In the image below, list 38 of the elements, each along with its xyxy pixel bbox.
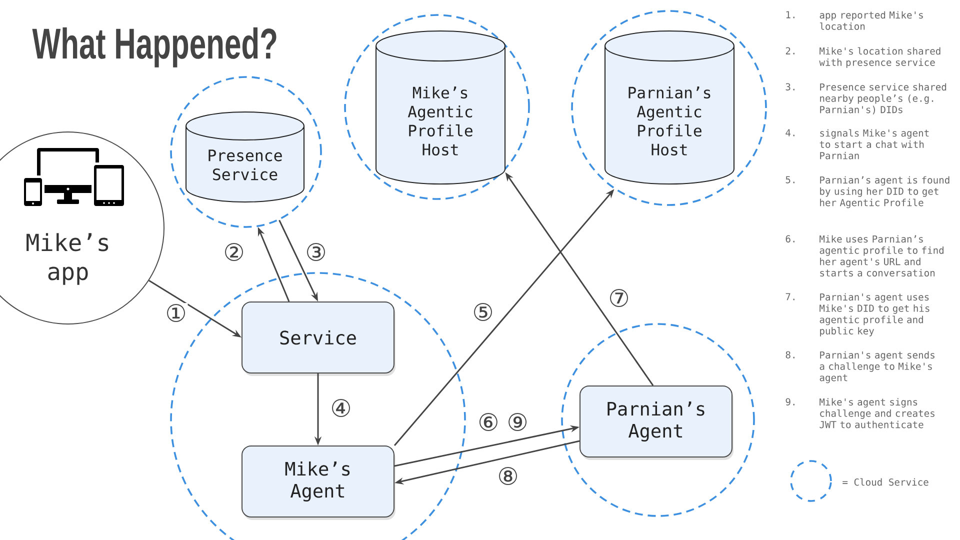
- note-text: Parnian's agent uses Mike's DID to get his agentic profile and public key: [820, 293, 930, 336]
- dashed-circle: [571, 10, 767, 206]
- list-number: 5.: [786, 176, 794, 184]
- dashed-circle: [170, 76, 322, 228]
- note-text: Mike's location shared with presence service: [819, 47, 940, 68]
- process-box: Mike’s Agent: [242, 445, 396, 520]
- database-cylinder: Parnian’s Agentic Profile Host: [604, 30, 734, 184]
- database-cylinder: Mike’s Agentic Profile Host: [376, 30, 506, 184]
- list-number: 9.: [786, 398, 794, 406]
- list-number: 4.: [786, 129, 794, 136]
- title: What Happened?: [32, 27, 276, 68]
- note-text: Presence service shared nearby people’s (e.g. Parnian's) DIDs: [820, 83, 946, 114]
- database-cylinder: Presence Service: [186, 112, 304, 202]
- edge-label: ②: [222, 242, 246, 262]
- list-number: 1.: [786, 11, 794, 18]
- note-text: signals Mike's agent to start a chat with Parnian: [820, 129, 929, 160]
- legend-text: = Cloud Service: [842, 478, 928, 486]
- edge-label: ⑥ ⑨: [476, 412, 530, 432]
- list-number: 3.: [786, 83, 794, 90]
- note-text: Parnian's agent sends a challenge to Mike's agent: [820, 351, 934, 384]
- dashed-circle: [561, 323, 755, 517]
- process-box: Parnian’s Agent: [580, 385, 734, 460]
- list-number: 6.: [786, 235, 794, 242]
- edge-label: ⑦: [607, 288, 631, 308]
- edge-label: ⑤: [471, 302, 495, 322]
- note-text: Parnian’s agent is found by using her DID to get her Agentic Profile: [820, 176, 950, 208]
- note-text: Mike's agent signs challenge and creates JWT to authenticate: [820, 398, 934, 428]
- note-text: app reported Mike's location: [820, 11, 923, 30]
- edge-label: ⑧: [496, 466, 520, 486]
- process-box: Service: [242, 302, 396, 376]
- list-number: 8.: [786, 351, 794, 358]
- list-number: 7.: [786, 293, 794, 300]
- list-number: 2.: [786, 47, 794, 54]
- dashed-circle: [344, 14, 530, 200]
- note-text: Mike uses Parnian’s agentic profile to find her agent's URL and starts a conversation: [820, 235, 944, 277]
- edge-label: ④: [329, 398, 353, 418]
- edge-label: ①: [164, 303, 188, 323]
- edge-label: ③: [304, 242, 328, 262]
